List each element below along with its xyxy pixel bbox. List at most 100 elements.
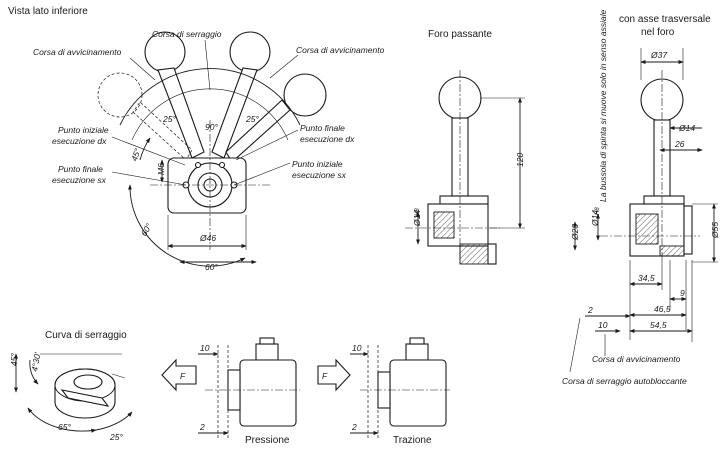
pressure-title: Pressione xyxy=(245,435,290,446)
traction-view: F 10 2 Trazione xyxy=(317,337,450,446)
leader-pf-dx xyxy=(235,129,299,161)
label-pf-sx-2: esecuzione sx xyxy=(52,175,107,185)
dim-45: 45° xyxy=(129,146,143,162)
leader-autobloccante xyxy=(569,317,581,373)
dim-m6: M6 xyxy=(156,163,166,175)
tr-top-nut-cap xyxy=(409,337,425,345)
dim-cc-25: 25° xyxy=(109,432,123,442)
pr-force-label: F xyxy=(180,371,186,381)
pr-body xyxy=(239,359,297,427)
cc-65-arc xyxy=(27,407,97,433)
cc-25-arc xyxy=(95,411,133,431)
dim-ca-34-5: 34,5 xyxy=(638,273,655,283)
tr-force-arrow xyxy=(317,358,351,392)
ball-approach-left xyxy=(97,72,143,118)
cross-axis-title-2: nel foro xyxy=(641,27,675,38)
cross-axis-view: con asse trasversale nel foro Ø37 Ø14 26… xyxy=(562,9,720,386)
cc-4-30-arc xyxy=(29,359,39,385)
dim-tr-2: 2 xyxy=(351,422,357,432)
label-corsa-avv-left: Corsa di avvicinamento xyxy=(33,47,122,57)
label-pf-dx-1: Punto finale xyxy=(300,123,345,133)
fp-hatch-left xyxy=(433,211,455,239)
fp-flange xyxy=(439,195,489,205)
label-pf-sx-1: Punto finale xyxy=(58,164,103,174)
leader-pi-dx xyxy=(111,136,186,166)
through-hole-view: Foro passante 120 Ø14 H8 xyxy=(405,29,525,265)
dim-fp-120: 120 xyxy=(515,153,525,167)
tr-force-label: F xyxy=(322,371,328,381)
sector-arc-outer xyxy=(119,68,301,126)
dim-pr-10: 10 xyxy=(200,343,210,353)
cross-axis-title-1: con asse trasversale xyxy=(619,14,711,25)
lever-arm-far-right xyxy=(225,99,291,163)
dim-ca-9: 9 xyxy=(680,288,685,298)
lever-arm-right xyxy=(211,67,258,159)
dim-25-left: 25° xyxy=(162,114,176,124)
hub-hole-top-left xyxy=(194,161,202,169)
ca-cap xyxy=(683,205,693,255)
ca-hatch-left xyxy=(635,213,659,245)
leader-avv-left xyxy=(129,57,156,81)
dim-ca-54-5: 54,5 xyxy=(650,320,667,330)
dim-ca-2: 2 xyxy=(587,305,593,315)
clamping-curve-view: Curva di serraggio 45° 4°30' 65° 25° xyxy=(9,330,133,442)
bottom-view-title: Vista lato inferiore xyxy=(8,6,88,17)
dim-pr-2: 2 xyxy=(199,422,205,432)
dim-d46: Ø46 xyxy=(199,233,216,243)
label-pi-sx-2: esecuzione sx xyxy=(292,170,347,180)
traction-title: Trazione xyxy=(393,435,432,446)
dim-25-right: 25° xyxy=(245,114,259,124)
cc-leader xyxy=(111,373,126,379)
dim-ca-d55: Ø55 xyxy=(710,222,720,239)
label-autobloccante: Corsa di serraggio autobloccante xyxy=(562,376,687,386)
ca-hatch-lower xyxy=(659,245,685,257)
clamping-curve-title: Curva di serraggio xyxy=(45,330,127,341)
leader-avv-right xyxy=(269,54,299,79)
label-bussola: La bussola di spinta si muove solo in se… xyxy=(598,9,608,202)
arc-60-left xyxy=(127,184,246,267)
dim-ca-d28: Ø28 xyxy=(570,224,580,241)
bottom-view: Vista lato inferiore xyxy=(8,6,385,272)
ca-flange xyxy=(643,195,685,205)
through-hole-title: Foro passante xyxy=(428,29,492,40)
pr-top-nut xyxy=(255,343,279,361)
dim-60-bottom: 60° xyxy=(205,262,218,272)
pr-top-nut-cap xyxy=(259,337,275,345)
dim-ca-d37: Ø37 xyxy=(650,50,667,60)
leader-pi-sx xyxy=(233,162,291,186)
dim-ca-d14h8: Ø14 xyxy=(590,210,600,227)
pressure-view: F 10 2 Pressione xyxy=(161,337,300,446)
label-corsa-avv-right: Corsa di avvicinamento xyxy=(296,45,385,55)
cc-bore xyxy=(73,374,103,390)
fp-hatch-lower xyxy=(459,243,489,265)
cc-slot xyxy=(60,389,110,407)
label-pi-dx-1: Punto iniziale xyxy=(58,125,109,135)
dim-cc-4-30: 4°30' xyxy=(29,351,42,372)
dim-ca-d14h8-tol: H8 xyxy=(595,207,601,215)
tr-top-nut xyxy=(405,343,429,361)
label-corsa-avv-bottom: Corsa di avvicinamento xyxy=(592,354,681,364)
leader-serraggio xyxy=(204,39,211,91)
dim-90: 90° xyxy=(205,122,218,132)
label-pf-dx-2: esecuzione dx xyxy=(300,134,355,144)
pr-force-arrow xyxy=(161,358,197,392)
dim-fp-d14: Ø14 xyxy=(412,210,422,227)
dim-tr-10: 10 xyxy=(352,343,362,353)
label-corsa-serraggio: Corsa di serraggio xyxy=(152,29,222,39)
ball-approach-right xyxy=(283,73,327,117)
dim-60-left: 60° xyxy=(139,221,154,238)
dim-ca-10: 10 xyxy=(598,320,608,330)
lever-arm-far-left-dashed xyxy=(132,101,193,161)
label-pi-sx-1: Punto iniziale xyxy=(292,159,343,169)
dim-ca-46-5: 46,5 xyxy=(654,304,671,314)
dim-cc-45: 45° xyxy=(9,353,19,366)
dim-ca-d14: Ø14 xyxy=(678,123,695,133)
dim-fp-d14-tol: H8 xyxy=(415,208,421,216)
fp-cap xyxy=(487,243,497,265)
dim-cc-65: 65° xyxy=(58,422,71,432)
hub-hole-top-right xyxy=(218,161,226,169)
tr-body xyxy=(389,359,447,427)
label-pi-dx-2: esecuzione dx xyxy=(52,136,107,146)
dim-ca-26: 26 xyxy=(674,139,685,149)
